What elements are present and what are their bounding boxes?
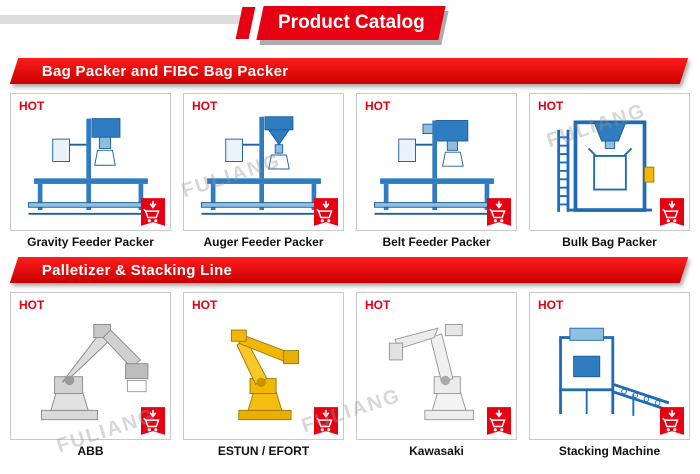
- cart-icon[interactable]: [141, 407, 165, 435]
- hot-badge: HOT: [538, 99, 564, 113]
- cart-icon[interactable]: [314, 407, 338, 435]
- product-name: Gravity Feeder Packer: [27, 235, 154, 249]
- cart-icon[interactable]: [141, 198, 165, 226]
- cart-icon[interactable]: [487, 198, 511, 226]
- product-card[interactable]: HOT: [529, 93, 690, 231]
- product-cell: HOT: [356, 292, 517, 458]
- cart-icon[interactable]: [660, 407, 684, 435]
- product-cell: HOT: [183, 93, 344, 249]
- hot-badge: HOT: [365, 298, 391, 312]
- catalog-banner: Product Catalog: [256, 6, 446, 40]
- product-row-bag-packers: HOT: [0, 93, 700, 249]
- product-cell: HOT: [10, 292, 171, 458]
- top-banner-area: Product Catalog: [0, 0, 700, 56]
- bulk-bag-packer-image: [556, 120, 654, 212]
- product-cell: HOT: [10, 93, 171, 249]
- hot-badge: HOT: [192, 99, 218, 113]
- product-card[interactable]: HOT: [10, 292, 171, 440]
- hot-badge: HOT: [538, 298, 564, 312]
- hot-badge: HOT: [365, 99, 391, 113]
- product-card[interactable]: HOT: [183, 292, 344, 440]
- stacking-machine-image: [558, 328, 669, 419]
- product-name: Auger Feeder Packer: [203, 235, 324, 249]
- product-row-palletizers: HOT: [0, 292, 700, 458]
- product-cell: HOT: [356, 93, 517, 249]
- cart-icon[interactable]: [487, 407, 511, 435]
- product-name: Kawasaki: [409, 444, 464, 458]
- decor-gray-strip: [0, 15, 240, 24]
- product-name: Belt Feeder Packer: [382, 235, 491, 249]
- product-name: Stacking Machine: [558, 444, 661, 458]
- estun-efort-robot-image: [230, 329, 299, 421]
- hot-badge: HOT: [192, 298, 218, 312]
- section-header-bag-packer: Bag Packer and FIBC Bag Packer: [9, 58, 689, 84]
- hot-badge: HOT: [19, 99, 45, 113]
- cart-icon[interactable]: [660, 198, 684, 226]
- abb-robot-image: [40, 324, 148, 421]
- product-card[interactable]: HOT: [529, 292, 690, 440]
- product-card[interactable]: HOT: [183, 93, 344, 231]
- decor-red-block: [235, 7, 256, 39]
- product-cell: HOT: [529, 292, 690, 458]
- product-cell: HOT: [183, 292, 344, 458]
- product-card[interactable]: HOT: [356, 292, 517, 440]
- product-cell: HOT: [529, 93, 690, 249]
- section-header-palletizer: Palletizer & Stacking Line: [9, 257, 689, 283]
- product-card[interactable]: HOT: [10, 93, 171, 231]
- auger-feeder-packer-image: [200, 116, 327, 215]
- product-name: ESTUN / EFORT: [217, 444, 310, 458]
- section-title: Palletizer & Stacking Line: [42, 261, 233, 279]
- cart-icon[interactable]: [314, 198, 338, 226]
- product-name: ABB: [77, 444, 104, 458]
- kawasaki-robot-image: [388, 324, 474, 421]
- hot-badge: HOT: [19, 298, 45, 312]
- gravity-feeder-packer-image: [27, 117, 154, 215]
- product-card[interactable]: HOT: [356, 93, 517, 231]
- belt-feeder-packer-image: [373, 119, 500, 215]
- page-title: Product Catalog: [277, 12, 425, 33]
- section-title: Bag Packer and FIBC Bag Packer: [42, 62, 289, 80]
- product-name: Bulk Bag Packer: [562, 235, 657, 249]
